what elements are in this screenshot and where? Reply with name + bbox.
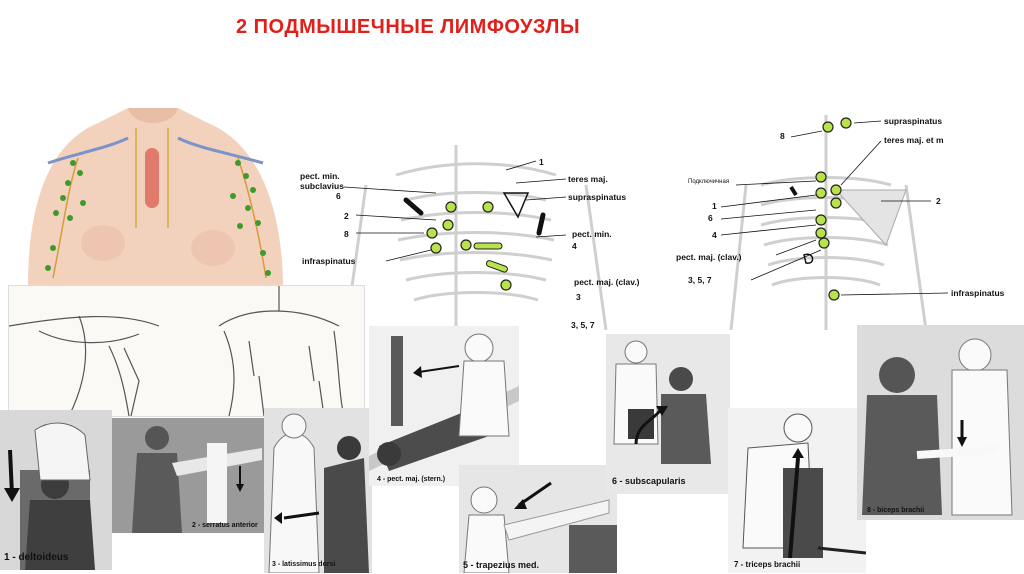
label-pect-min-right: pect. min. bbox=[572, 229, 612, 239]
photo-latissimus: 3 - latissimus dorsi bbox=[264, 408, 372, 573]
back-label-3-5-7: 3, 5, 7 bbox=[688, 275, 712, 285]
back-label-8: 8 bbox=[780, 131, 785, 141]
label-infraspinatus: infraspinatus bbox=[302, 256, 356, 266]
caption-latissimus: 3 - latissimus dorsi bbox=[272, 561, 335, 568]
photo-biceps: 8 - biceps brachii bbox=[857, 325, 1024, 520]
caption-biceps: 8 - biceps brachii bbox=[867, 507, 924, 514]
back-label-4: 4 bbox=[712, 230, 717, 240]
label-3: 3 bbox=[576, 292, 581, 302]
label-teres-maj: teres maj. bbox=[568, 174, 608, 184]
caption-triceps: 7 - triceps brachii bbox=[734, 560, 800, 569]
label-subclavius: subclavius bbox=[300, 181, 344, 191]
lymph-anatomy-image bbox=[8, 108, 296, 288]
back-label-pect-maj: pect. maj. (clav.) bbox=[676, 252, 742, 262]
label-1: 1 bbox=[539, 157, 544, 167]
photo-trapezius: 5 - trapezius med. bbox=[459, 465, 617, 573]
back-label-supraspinatus: supraspinatus bbox=[884, 116, 942, 126]
back-label-infraspinatus: infraspinatus bbox=[951, 288, 1005, 298]
caption-serratus: 2 - serratus anterior bbox=[192, 522, 258, 529]
back-skeleton-chart: 8 Подключичная 1 6 4 pect. maj. (clav.) … bbox=[676, 115, 1016, 330]
label-3-5-7: 3, 5, 7 bbox=[571, 320, 595, 330]
label-pect-maj-clav: pect. maj. (clav.) bbox=[574, 277, 640, 287]
caption-subscapularis: 6 - subscapularis bbox=[612, 476, 686, 486]
shoulder-sketch-image bbox=[8, 285, 365, 417]
back-label-6: 6 bbox=[708, 213, 713, 223]
label-2: 2 bbox=[344, 211, 349, 221]
back-label-2: 2 bbox=[936, 196, 941, 206]
label-pect-min: pect. min. bbox=[300, 171, 340, 181]
label-4: 4 bbox=[572, 241, 577, 251]
photo-subscapularis: 6 - subscapularis bbox=[606, 334, 730, 494]
caption-trapezius: 5 - trapezius med. bbox=[463, 560, 539, 570]
back-label-podkl: Подключичная bbox=[688, 179, 729, 185]
label-6: 6 bbox=[336, 191, 341, 201]
photo-deltoideus: 1 - deltoideus bbox=[0, 410, 112, 570]
photo-serratus: 2 - serratus anterior bbox=[112, 418, 267, 533]
back-label-teres: teres maj. et m bbox=[884, 135, 944, 145]
caption-pect-maj: 4 - pect. maj. (stern.) bbox=[377, 476, 445, 483]
back-label-1: 1 bbox=[712, 201, 717, 211]
label-supraspinatus: supraspinatus bbox=[568, 192, 626, 202]
label-8: 8 bbox=[344, 229, 349, 239]
photo-triceps: 7 - triceps brachii bbox=[728, 408, 866, 573]
page-title: 2 ПОДМЫШЕЧНЫЕ ЛИМФОУЗЛЫ bbox=[236, 16, 580, 39]
caption-deltoideus: 1 - deltoideus bbox=[4, 552, 68, 563]
photo-pect-maj: 4 - pect. maj. (stern.) bbox=[369, 326, 519, 486]
